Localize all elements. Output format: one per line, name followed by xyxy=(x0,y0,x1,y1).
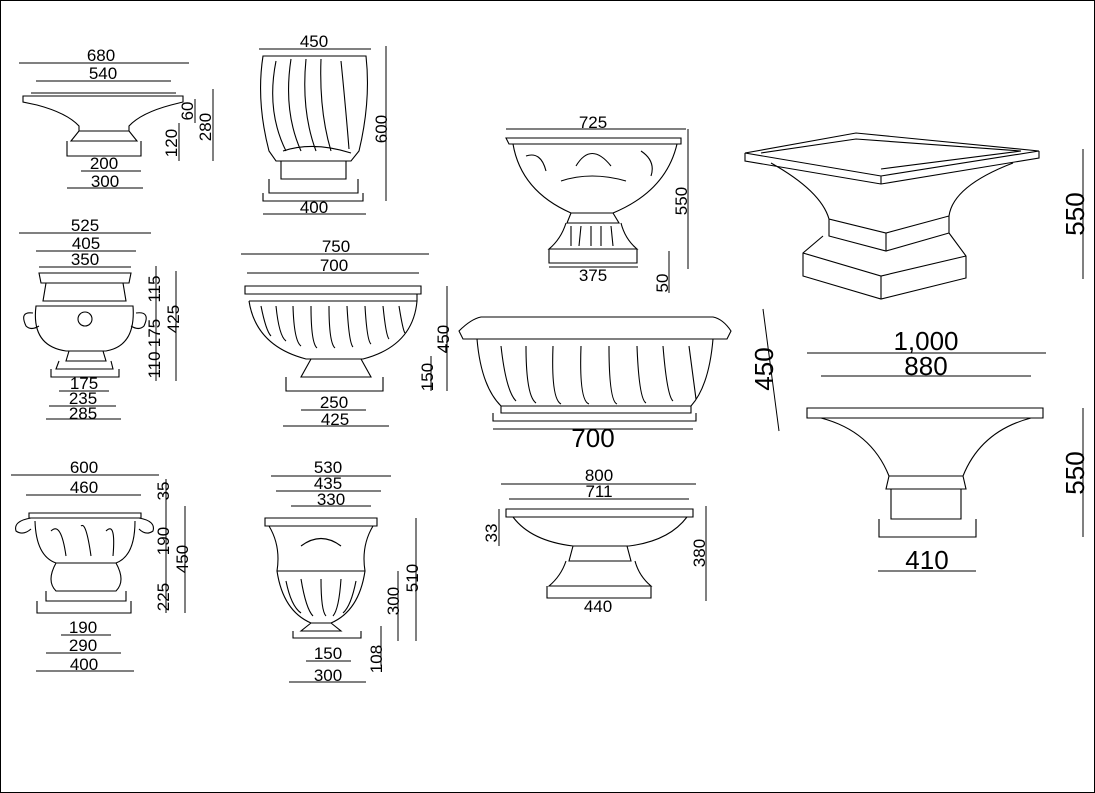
dim-120: 120 xyxy=(162,129,181,157)
dim-250: 250 xyxy=(320,393,348,412)
dim-600-cap: 600 xyxy=(70,458,98,477)
dim-550-square: 550 xyxy=(1060,192,1090,235)
dim-110: 110 xyxy=(145,351,164,378)
dim-60: 60 xyxy=(178,102,197,121)
dim-175-h: 175 xyxy=(145,319,164,347)
dim-235: 235 xyxy=(69,389,97,408)
dim-200: 200 xyxy=(90,154,118,173)
dim-300-h: 300 xyxy=(384,587,403,615)
dim-750: 750 xyxy=(322,237,350,256)
dim-680: 680 xyxy=(87,46,115,65)
dim-33: 33 xyxy=(482,524,501,543)
dim-190-h: 190 xyxy=(154,527,173,555)
urn-acanthus-tall: 450 400 600 xyxy=(259,32,391,217)
dim-550: 550 xyxy=(672,187,691,215)
dim-380: 380 xyxy=(690,539,709,567)
dim-375: 375 xyxy=(579,266,607,285)
urn-flared: 1,000 880 550 410 xyxy=(806,326,1090,575)
dim-450-cap: 450 xyxy=(173,545,192,573)
dim-600: 600 xyxy=(372,115,391,143)
dim-450: 450 xyxy=(300,32,328,51)
dim-700-trough: 700 xyxy=(571,423,614,453)
dim-108: 108 xyxy=(367,645,386,673)
dim-150: 150 xyxy=(418,363,437,391)
dim-330: 330 xyxy=(317,490,345,509)
dim-300: 300 xyxy=(91,172,119,191)
dim-35: 35 xyxy=(154,482,173,501)
dim-190-w: 190 xyxy=(69,618,97,637)
dim-440: 440 xyxy=(584,597,612,616)
dim-225: 225 xyxy=(154,583,173,611)
dim-725: 725 xyxy=(579,113,607,132)
dim-425-gad: 425 xyxy=(321,410,349,429)
dim-280: 280 xyxy=(196,113,215,141)
planter-square: 550 xyxy=(744,132,1090,300)
dim-50: 50 xyxy=(653,274,672,293)
dim-525: 525 xyxy=(71,216,99,235)
dim-550-flared: 550 xyxy=(1060,451,1090,494)
dim-450-trough: 450 xyxy=(749,347,779,390)
dim-700: 700 xyxy=(320,256,348,275)
dim-175-w: 175 xyxy=(70,374,98,393)
dim-435: 435 xyxy=(314,474,342,493)
dim-290: 290 xyxy=(69,636,97,655)
dim-350: 350 xyxy=(71,250,99,269)
dim-285: 285 xyxy=(69,404,97,423)
urn-wide-shallow: 800 711 33 380 440 xyxy=(482,466,709,616)
dim-510: 510 xyxy=(403,564,422,592)
urn-shallow-bowl: 680 540 200 300 120 60 280 xyxy=(19,46,215,191)
dim-400: 400 xyxy=(300,198,328,217)
dim-115: 115 xyxy=(145,275,164,302)
urn-gadrooned: 750 700 450 150 250 425 xyxy=(241,237,453,429)
dim-460: 460 xyxy=(70,478,98,497)
trough-gadrooned: 700 450 xyxy=(458,308,780,453)
dim-880: 880 xyxy=(904,351,947,381)
dim-1000: 1,000 xyxy=(893,326,958,356)
dim-425: 425 xyxy=(164,305,183,333)
dim-400-cap: 400 xyxy=(70,655,98,674)
dim-530: 530 xyxy=(314,458,342,477)
dim-150-w: 150 xyxy=(314,644,342,663)
urn-handled: 525 405 350 115 175 110 425 175 235 285 xyxy=(19,216,183,423)
dim-405: 405 xyxy=(72,234,100,253)
dim-800: 800 xyxy=(585,466,613,485)
urn-footed-acanthus: 725 375 550 50 xyxy=(505,113,691,293)
dim-300-w: 300 xyxy=(314,666,342,685)
dim-450-gad: 450 xyxy=(434,325,453,353)
dim-540: 540 xyxy=(89,64,117,83)
urn-campana: 530 435 330 510 300 108 150 300 xyxy=(264,458,422,685)
dim-711: 711 xyxy=(585,482,612,501)
urn-capital: 600 460 35 190 225 450 190 290 400 xyxy=(11,458,192,674)
dim-410: 410 xyxy=(905,545,948,575)
